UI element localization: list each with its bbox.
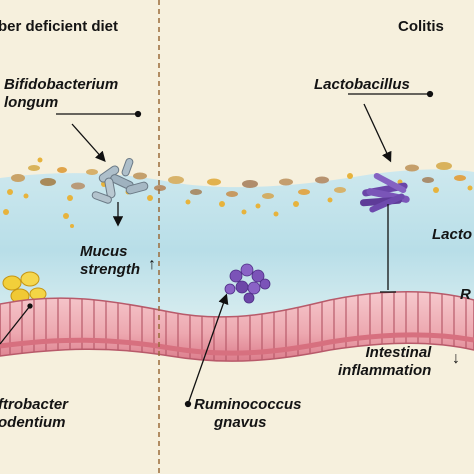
mucus-increase-arrow: ↑ xyxy=(148,256,156,273)
inflammation-label-line1: Intestinal xyxy=(365,344,432,361)
lactobacillus-cluster xyxy=(360,172,410,213)
mucus-label-line2: strength xyxy=(80,261,140,278)
pointer-lines xyxy=(0,90,434,408)
bifidobacterium-label: Bifidobacterium longum xyxy=(4,76,118,112)
mucus-label-line1: Mucus xyxy=(80,243,128,260)
citrobacter-label: ftrobacter odentium xyxy=(0,396,68,432)
inflammation-label-line2: inflammation xyxy=(338,362,432,379)
citrobacter-label-line2: odentium xyxy=(0,414,66,431)
lactobacillus-label: Lactobacillus xyxy=(314,76,410,93)
ruminococcus-cluster xyxy=(224,263,271,304)
right-panel-header: Colitis xyxy=(398,18,444,35)
bifidobacterium-label-line1: Bifidobacterium xyxy=(4,76,119,93)
r-partial-label: R xyxy=(460,286,471,303)
ruminococcus-label-line2: gnavus xyxy=(214,414,267,431)
intestinal-inflammation-label: Intestinal inflammation xyxy=(338,344,431,380)
lacto-partial-label: Lacto xyxy=(432,226,473,243)
ruminococcus-label-line1: Ruminococcus xyxy=(194,396,302,413)
bifidobacterium-cluster xyxy=(91,158,149,204)
citrobacter-label-line1: ftrobacter xyxy=(0,396,69,413)
left-panel-header: ber deficient diet xyxy=(0,18,119,35)
mucus-strength-label: Mucus strength xyxy=(80,243,140,279)
lumen-bacteria-band xyxy=(3,157,473,228)
inflammation-decrease-arrow: ↓ xyxy=(452,350,460,367)
ruminococcus-label: Ruminococcus gnavus xyxy=(194,396,302,432)
bifidobacterium-label-line2: longum xyxy=(4,94,59,111)
